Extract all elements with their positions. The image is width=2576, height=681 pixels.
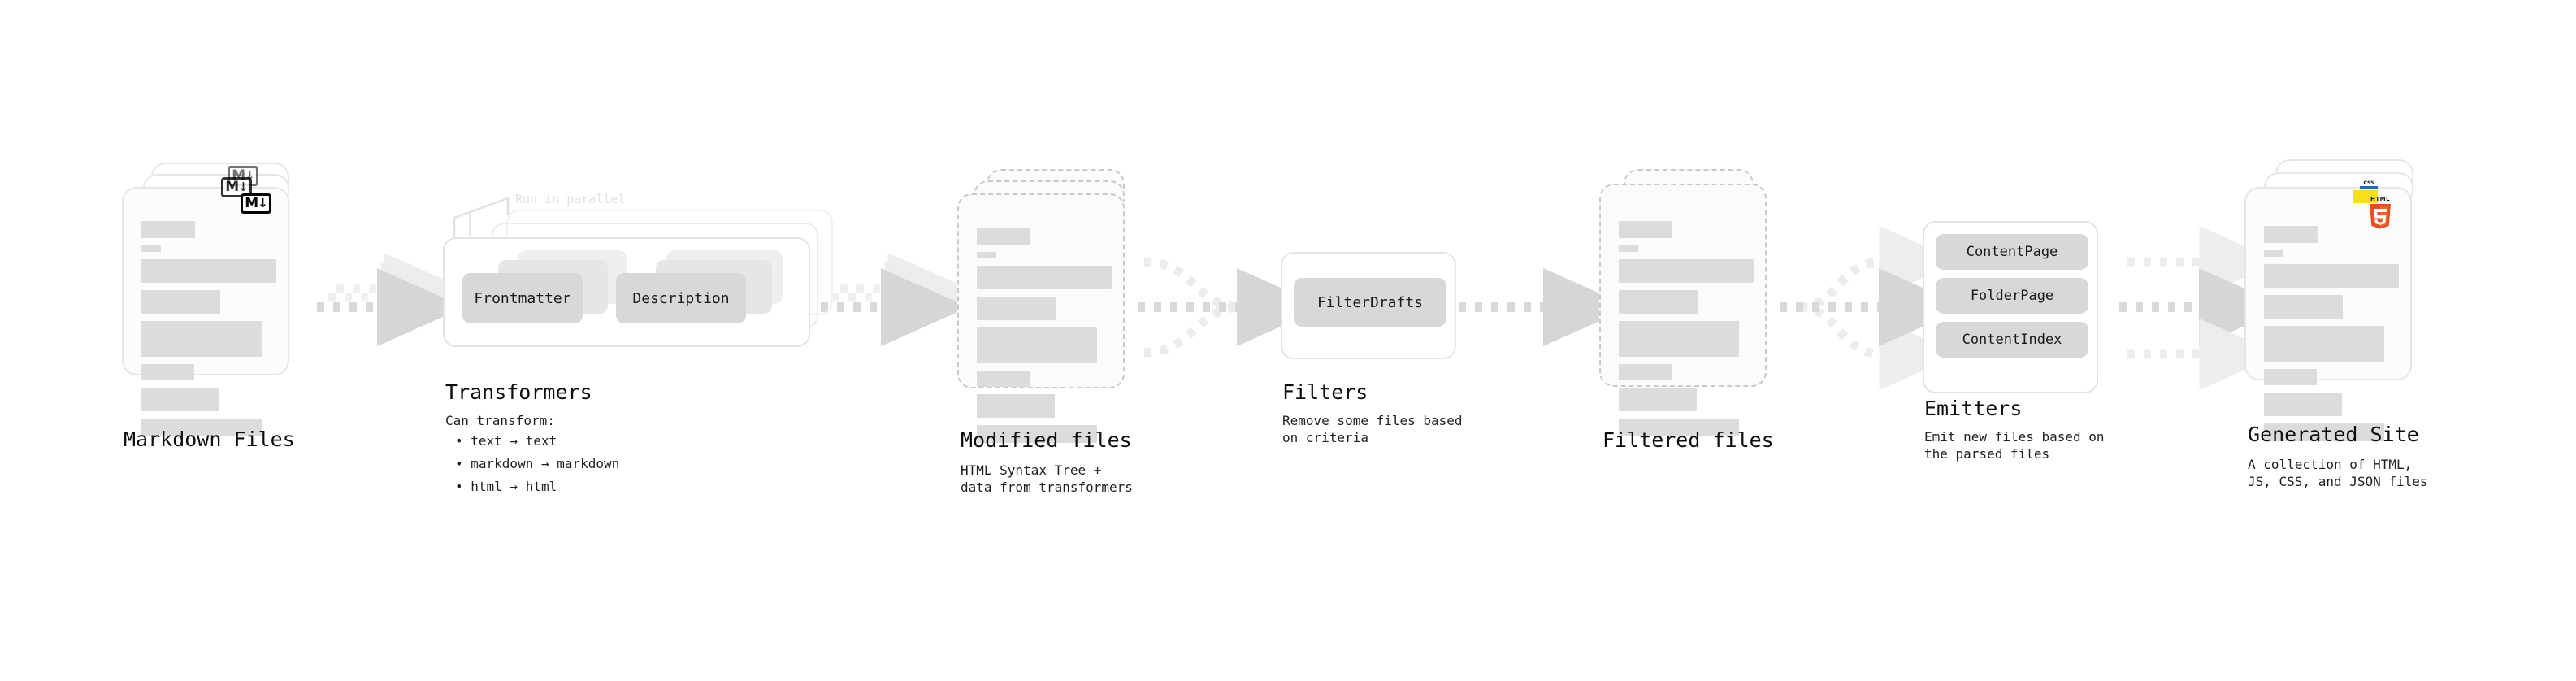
markdown-icon: M↓ (221, 177, 252, 197)
generated-site-title: Generated Site (2248, 423, 2419, 446)
skeleton-bar (977, 327, 1097, 363)
emitter-chip-folderpage[interactable]: FolderPage (1936, 278, 2088, 314)
emitters-title: Emitters (1924, 397, 2023, 420)
run-in-parallel-label: Run in parallel (515, 192, 626, 206)
filter-chip-filterdrafts[interactable]: FilterDrafts (1294, 278, 1446, 327)
skeleton-bar (977, 371, 1030, 387)
modified-files-subtitle: HTML Syntax Tree + data from transformer… (961, 462, 1133, 495)
skeleton-bar (2264, 250, 2283, 257)
skeleton-bar (2264, 264, 2399, 288)
skeleton-bar (141, 245, 161, 252)
transformers-bullet-3: • html → html (455, 479, 557, 494)
transformers-subtitle: Can transform: (445, 413, 555, 428)
skeleton-bar (141, 290, 220, 314)
markdown-icon-arrow: ↓ (238, 180, 249, 194)
markdown-icon-arrow: ↓ (258, 196, 268, 210)
filtered-files-title: Filtered files (1602, 428, 1774, 452)
skeleton-bar (141, 259, 276, 283)
skeleton-bar (1619, 290, 1698, 314)
filters-subtitle: Remove some files based on criteria (1282, 413, 1463, 445)
markdown-icon-letter: M (245, 195, 258, 211)
arrow-modified-to-filters (1138, 257, 1325, 358)
transformers-bullet-1: • text → text (455, 433, 557, 449)
skeleton-bar (1619, 388, 1697, 411)
arrow-markdown-to-transformers (317, 253, 465, 346)
emitter-chip-contentindex[interactable]: ContentIndex (1936, 322, 2088, 358)
svg-text:CSS: CSS (2364, 180, 2374, 186)
filtered-card-front (1599, 184, 1767, 436)
filters-title: Filters (1282, 380, 1368, 404)
html5-icon: HTML (2366, 193, 2394, 229)
css3-icon: CSS (2358, 177, 2379, 189)
skeleton-bar (1619, 245, 1638, 252)
skeleton-bar (977, 266, 1112, 289)
skeleton-bar (2264, 326, 2384, 362)
markdown-card-skeleton (141, 221, 276, 444)
skeleton-bar (2264, 423, 2384, 441)
skeleton-bar (141, 321, 262, 357)
modified-card-skeleton (977, 228, 1112, 450)
modified-files-title: Modified files (961, 428, 1132, 452)
skeleton-bar (1619, 259, 1754, 283)
markdown-card-front (122, 187, 289, 436)
skeleton-bar (2264, 226, 2318, 243)
skeleton-bar (2264, 369, 2317, 385)
skeleton-bar (1619, 221, 1672, 238)
skeleton-bar (977, 252, 996, 258)
skeleton-bar (977, 297, 1056, 320)
skeleton-bar (141, 388, 219, 411)
markdown-icon-letter: M (225, 179, 239, 195)
skeleton-bar (141, 419, 262, 436)
transformers-title: Transformers (445, 380, 592, 404)
emitter-chip-contentpage[interactable]: ContentPage (1936, 234, 2088, 270)
svg-text:HTML: HTML (2370, 196, 2390, 202)
modified-card-front (957, 193, 1125, 443)
emitters-subtitle: Emit new files based on the parsed files (1924, 429, 2105, 462)
markdown-icon: M↓ (241, 193, 271, 214)
markdown-files-title: Markdown Files (124, 427, 295, 451)
arrow-filtered-to-emitters (1780, 226, 1967, 390)
skeleton-bar (141, 364, 194, 380)
arrow-emitters-to-site (2119, 226, 2287, 390)
skeleton-bar (141, 221, 195, 238)
generated-site-subtitle: A collection of HTML, JS, CSS, and JSON … (2248, 457, 2428, 489)
generated-card-skeleton (2264, 226, 2399, 449)
transformers-bullet-2: • markdown → markdown (455, 456, 620, 471)
skeleton-bar (1619, 419, 1739, 436)
skeleton-bar (1619, 321, 1739, 357)
transformer-chip-description[interactable]: Description (616, 273, 746, 323)
skeleton-bar (1619, 364, 1672, 380)
transformer-chip-frontmatter[interactable]: Frontmatter (462, 273, 583, 323)
skeleton-bar (977, 394, 1055, 418)
skeleton-bar (977, 425, 1097, 443)
skeleton-bar (2264, 295, 2343, 319)
skeleton-bar (977, 228, 1030, 245)
filtered-card-skeleton (1619, 221, 1754, 444)
skeleton-bar (2264, 393, 2342, 416)
js-icon (2353, 190, 2378, 203)
